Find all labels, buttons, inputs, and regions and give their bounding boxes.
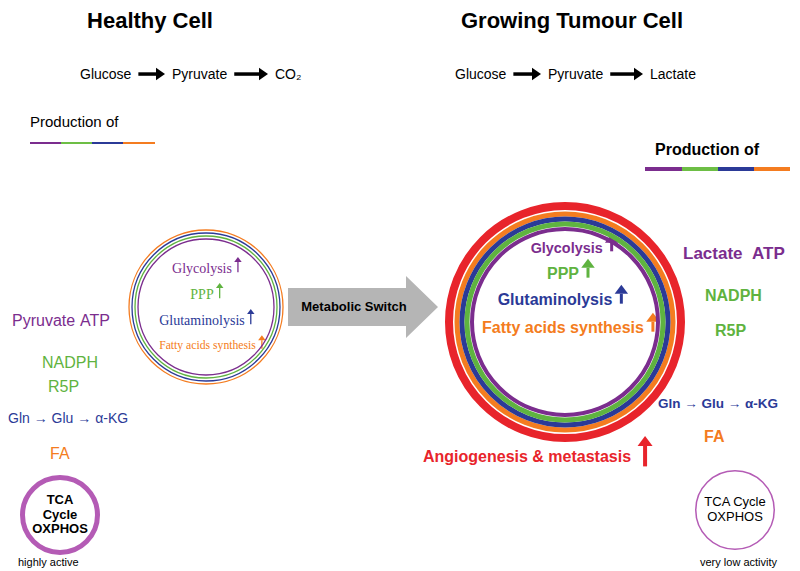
label-text: very low activity: [700, 556, 777, 569]
cell-circle: TCA Cycle OXPHOS: [20, 475, 100, 555]
pathway-name: Fatty acids synthesis: [159, 339, 256, 352]
pathway-name: Glutaminolysis: [498, 291, 613, 309]
pathway-ring: [457, 214, 673, 430]
label-text: Glucose: [80, 66, 131, 82]
flow-arrow: [138, 68, 165, 81]
flow-arrow: [234, 68, 268, 81]
node-text: TCA Cycle OXPHOS: [703, 495, 767, 525]
pathway-name: Metabolic Switch: [301, 300, 406, 315]
label-text: highly active: [18, 556, 79, 569]
label-text: Production of: [30, 113, 118, 130]
label-text: NADPH: [705, 287, 762, 305]
increase-arrow: [234, 257, 242, 272]
label-text: R5P: [48, 378, 79, 396]
panel-title: Healthy Cell: [87, 8, 213, 33]
label-text: FA: [704, 428, 724, 446]
pathway-name: PPP: [547, 265, 579, 283]
pathway-name: Fatty acids synthesis: [482, 319, 644, 337]
switch-arrow: Metabolic Switch: [288, 276, 438, 338]
label-text: R5P: [715, 322, 746, 340]
pathway-ring: [135, 236, 277, 378]
label-text: Gln → Glu → α-KG: [658, 396, 778, 412]
pathway-ring: [449, 206, 681, 438]
label-text: Pyruvate: [172, 66, 227, 82]
pathway-ring: [132, 233, 280, 381]
tca-circle: [696, 471, 775, 550]
switch-arrow-shape: [288, 276, 438, 338]
increase-arrow: [581, 259, 595, 278]
pathway-ring: [472, 229, 658, 415]
label-text: NADPH: [42, 354, 98, 372]
pathway-name: PPP: [190, 287, 213, 303]
label-text: ATP: [80, 312, 110, 330]
pathway-name: Glycolysis: [531, 240, 603, 257]
cell-circle: GlycolysisPPP GlutaminolysisFatty acids s…: [445, 202, 685, 442]
increase-arrow: [216, 283, 224, 298]
label-text: Lactate: [683, 244, 743, 264]
panel-title: Growing Tumour Cell: [461, 8, 683, 33]
pathway-name: Glutaminolysis: [159, 313, 245, 329]
cell-circle: TCA Cycle OXPHOS: [695, 470, 775, 550]
pathway-ring: [467, 224, 663, 420]
production-bar: [30, 143, 155, 144]
label-text: Pyruvate: [12, 312, 75, 330]
label-text: Lactate: [650, 66, 696, 82]
label-text: Pyruvate: [548, 66, 603, 82]
increase-arrow: [615, 285, 629, 304]
increase-arrow: [638, 436, 653, 466]
pathway-ring: [138, 239, 274, 375]
label-text: Angiogenesis & metastasis: [423, 448, 631, 466]
tca-circle: [23, 478, 98, 553]
label-text: ATP: [752, 244, 785, 264]
node-shape: [128, 229, 284, 385]
label-text: Glucose: [455, 66, 506, 82]
flow-arrow: [610, 68, 643, 81]
increase-arrow: [247, 309, 255, 324]
label-text: Production of: [655, 141, 759, 159]
pathway-ring: [129, 230, 283, 384]
production-bar: [645, 169, 790, 170]
label-text: CO₂: [275, 66, 301, 82]
label-text: Gln → Glu → α-KG: [8, 410, 128, 426]
label-text: FA: [50, 445, 70, 463]
cell-circle: GlycolysisPPP GlutaminolysisFatty acids s…: [128, 229, 284, 385]
pathway-ring: [462, 219, 668, 425]
node-text: TCA Cycle OXPHOS: [28, 493, 92, 538]
flow-arrow: [513, 68, 541, 81]
pathway-name: Glycolysis: [172, 261, 232, 277]
